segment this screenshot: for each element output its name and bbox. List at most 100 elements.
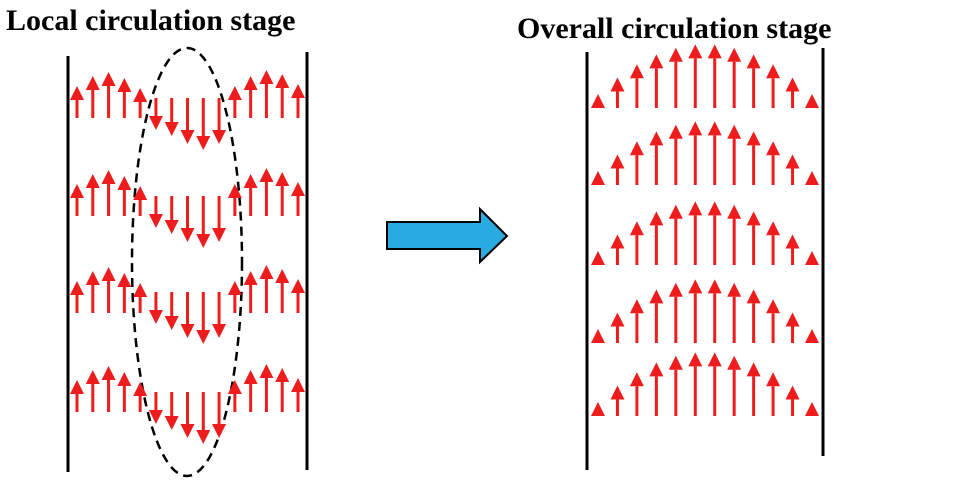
up-arrow xyxy=(688,44,703,108)
up-arrow xyxy=(688,352,703,416)
down-arrow xyxy=(180,392,195,438)
up-arrow xyxy=(275,172,290,216)
up-arrow xyxy=(243,370,258,412)
up-arrow xyxy=(668,204,683,265)
up-arrow xyxy=(805,171,819,185)
up-arrow xyxy=(727,47,742,108)
up-arrow xyxy=(85,174,100,216)
up-arrow xyxy=(707,121,722,185)
down-arrow xyxy=(164,392,179,430)
up-arrow xyxy=(101,170,116,216)
up-arrow xyxy=(668,47,683,108)
up-arrow xyxy=(688,121,703,185)
down-arrow xyxy=(180,196,195,242)
down-arrow xyxy=(180,292,195,338)
up-arrow xyxy=(649,131,664,185)
up-arrow xyxy=(591,94,605,108)
down-arrow xyxy=(164,196,179,234)
up-arrow xyxy=(785,385,800,416)
up-arrow xyxy=(275,368,290,412)
up-arrow xyxy=(133,88,148,118)
downflow-region-ellipse xyxy=(130,46,244,478)
down-arrow xyxy=(148,292,163,324)
overall-circulation-panel xyxy=(585,44,825,470)
up-arrow xyxy=(805,94,819,108)
up-arrow xyxy=(227,86,242,118)
up-arrow xyxy=(707,279,722,343)
up-arrow xyxy=(227,380,242,412)
down-arrow xyxy=(164,292,179,330)
up-arrow xyxy=(805,329,819,343)
up-arrow xyxy=(117,273,132,313)
up-arrow xyxy=(70,86,84,118)
up-arrow xyxy=(649,211,664,265)
up-arrow xyxy=(727,282,742,343)
up-arrow xyxy=(766,64,781,108)
up-arrow xyxy=(243,76,258,118)
up-arrow xyxy=(259,168,274,216)
up-arrow xyxy=(785,77,800,108)
transition-arrow xyxy=(386,206,509,265)
up-arrow xyxy=(291,182,305,216)
up-arrow xyxy=(259,265,274,313)
up-arrow xyxy=(243,271,258,313)
up-arrow xyxy=(275,269,290,313)
down-arrow xyxy=(196,392,211,444)
up-arrow xyxy=(117,78,132,118)
up-arrow xyxy=(629,299,644,343)
local-flow-arrows xyxy=(70,70,305,444)
up-arrow xyxy=(629,141,644,185)
up-arrow xyxy=(101,267,116,313)
arrow-right-icon xyxy=(386,206,509,265)
down-arrow xyxy=(164,98,179,136)
up-arrow xyxy=(227,184,242,216)
up-arrow xyxy=(746,211,761,265)
local-circulation-panel xyxy=(66,46,309,478)
up-arrow xyxy=(291,279,305,313)
up-arrow xyxy=(610,77,625,108)
up-arrow xyxy=(610,154,625,185)
up-arrow xyxy=(85,370,100,412)
up-arrow xyxy=(668,355,683,416)
up-arrow xyxy=(610,385,625,416)
up-arrow xyxy=(688,279,703,343)
up-arrow xyxy=(291,378,305,412)
up-arrow xyxy=(629,221,644,265)
up-arrow xyxy=(746,131,761,185)
up-arrow xyxy=(785,312,800,343)
up-arrow xyxy=(649,289,664,343)
up-arrow xyxy=(649,362,664,416)
up-arrow xyxy=(707,352,722,416)
up-arrow xyxy=(85,271,100,313)
up-arrow xyxy=(243,174,258,216)
up-arrow xyxy=(259,364,274,412)
up-arrow xyxy=(805,402,819,416)
up-arrow xyxy=(668,124,683,185)
up-arrow xyxy=(707,201,722,265)
down-arrow xyxy=(196,292,211,344)
up-arrow xyxy=(133,186,148,216)
up-arrow xyxy=(688,201,703,265)
up-arrow xyxy=(70,281,84,313)
up-arrow xyxy=(785,234,800,265)
up-arrow xyxy=(727,124,742,185)
local-stage-title: Local circulation stage xyxy=(6,4,296,37)
up-arrow xyxy=(591,402,605,416)
up-arrow xyxy=(746,54,761,108)
down-arrow xyxy=(148,98,163,130)
up-arrow xyxy=(101,72,116,118)
up-arrow xyxy=(70,380,84,412)
up-arrow xyxy=(70,184,84,216)
down-arrow xyxy=(148,392,163,424)
down-arrow xyxy=(212,98,227,144)
up-arrow xyxy=(629,64,644,108)
up-arrow xyxy=(610,312,625,343)
up-arrow xyxy=(805,251,819,265)
up-arrow xyxy=(291,84,305,118)
down-arrow xyxy=(196,98,211,150)
up-arrow xyxy=(746,289,761,343)
up-arrow xyxy=(610,234,625,265)
up-arrow xyxy=(591,171,605,185)
up-arrow xyxy=(766,141,781,185)
